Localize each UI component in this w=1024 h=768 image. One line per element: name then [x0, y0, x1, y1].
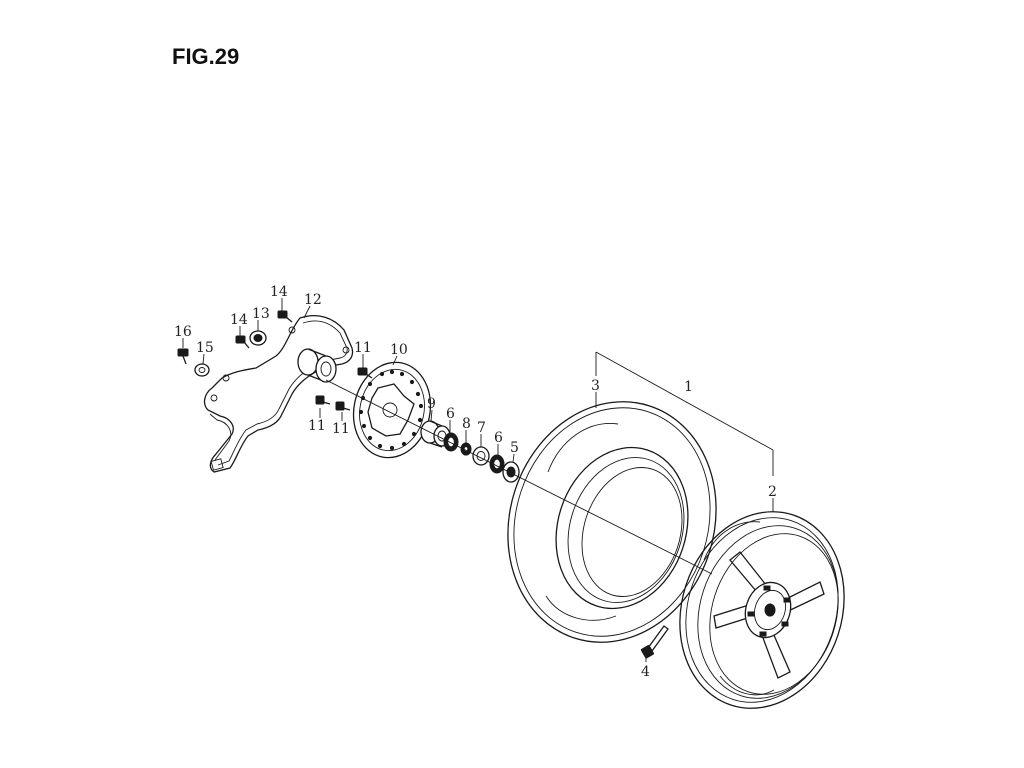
callout-13: 13 — [252, 306, 270, 322]
callout-16: 16 — [174, 324, 192, 340]
callout-11-left: 11 — [308, 418, 326, 434]
axle-sleeve — [297, 348, 337, 383]
callout-7: 7 — [477, 420, 486, 436]
rim — [679, 511, 845, 709]
callout-9: 9 — [427, 396, 436, 412]
callout-15: 15 — [196, 340, 214, 356]
callout-4: 4 — [641, 664, 650, 680]
spacer-7 — [472, 446, 490, 466]
callout-labels: 16 15 14 13 14 12 11 10 11 11 9 6 8 7 6 … — [174, 284, 777, 680]
collar-5 — [502, 461, 520, 483]
callout-11-right: 11 — [332, 421, 350, 437]
callout-6-left: 6 — [446, 406, 455, 422]
bolt-14-right — [277, 310, 293, 323]
callout-11-top: 11 — [354, 340, 372, 356]
callout-14-left: 14 — [230, 312, 248, 328]
callout-8: 8 — [462, 416, 471, 432]
nut-13 — [249, 330, 267, 346]
valve-stem — [640, 625, 669, 659]
seal-6-right — [489, 454, 505, 474]
bolt-11-lower-left — [315, 395, 331, 405]
callout-10: 10 — [390, 342, 408, 358]
leader-lines — [182, 298, 774, 662]
seal-6-left — [443, 432, 459, 452]
nut-15 — [194, 363, 210, 377]
callout-2: 2 — [768, 484, 777, 500]
bolt-11-top — [357, 367, 373, 379]
callout-12: 12 — [304, 292, 322, 308]
callout-1: 1 — [684, 379, 693, 395]
callout-14-right: 14 — [270, 284, 288, 300]
bolt-16 — [177, 348, 189, 365]
bolt-14-left — [235, 335, 250, 349]
tire — [507, 401, 717, 643]
bolt-11-lower-right — [335, 401, 351, 411]
callout-3: 3 — [591, 378, 600, 394]
callout-6-right: 6 — [494, 430, 503, 446]
callout-5: 5 — [510, 440, 519, 456]
brake-disc — [352, 361, 432, 459]
swing-arm-bracket — [203, 315, 354, 473]
axle-center-line — [325, 379, 713, 575]
figure-title: FIG.29 — [172, 44, 240, 69]
